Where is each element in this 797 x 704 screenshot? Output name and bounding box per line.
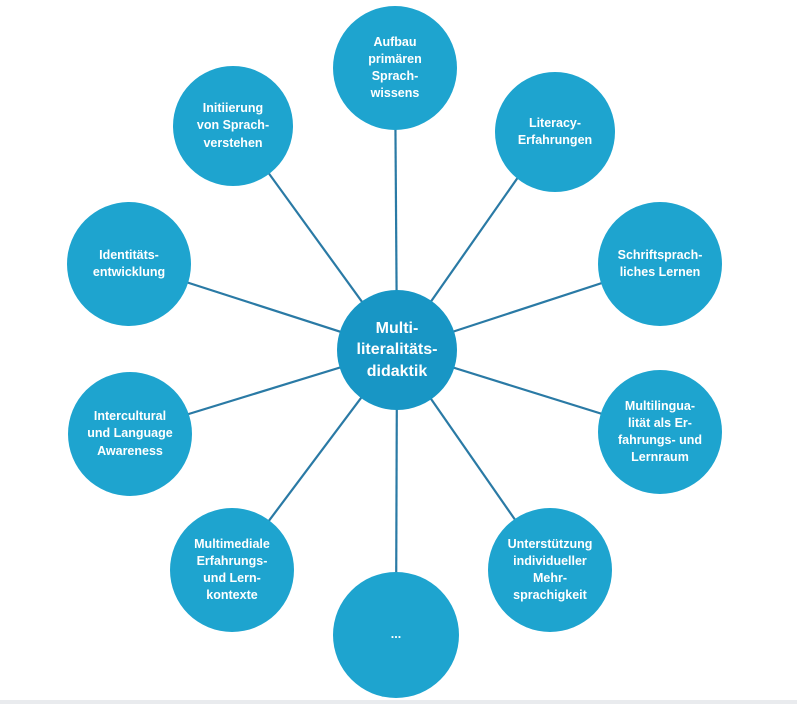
node-schriftsprachliches-label: Schriftsprach- liches Lernen — [617, 247, 703, 279]
node-identitaet: Identitäts- entwicklung — [67, 202, 191, 326]
node-unterstuetzung-label: Unterstützung individueller Mehr- sprach… — [507, 536, 593, 603]
center-node-label: Multi- literalitäts- didaktik — [356, 319, 438, 380]
node-aufbau-label: Aufbau primären Sprach- wissens — [368, 34, 422, 101]
node-aufbau: Aufbau primären Sprach- wissens — [333, 6, 457, 130]
node-multilingualitaet: Multilingua- lität als Er- fahrungs- und… — [598, 370, 722, 494]
node-multimediale-label: Multimediale Erfahrungs- und Lern- konte… — [194, 536, 270, 603]
node-ellipsis: ... — [333, 572, 459, 698]
node-identitaet-label: Identitäts- entwicklung — [92, 247, 166, 279]
bottom-divider — [0, 700, 797, 704]
node-unterstuetzung: Unterstützung individueller Mehr- sprach… — [488, 508, 612, 632]
node-schriftsprachliches: Schriftsprach- liches Lernen — [598, 202, 722, 326]
node-intercultural-label: Intercultural und Language Awareness — [87, 409, 173, 458]
node-multimediale: Multimediale Erfahrungs- und Lern- konte… — [170, 508, 294, 632]
node-literacy: Literacy- Erfahrungen — [495, 72, 615, 192]
node-initiierung-label: Initiierung von Sprach- verstehen — [196, 101, 270, 150]
center-node: Multi- literalitäts- didaktik — [337, 290, 457, 410]
node-initiierung: Initiierung von Sprach- verstehen — [173, 66, 293, 186]
node-literacy-label: Literacy- Erfahrungen — [517, 115, 593, 147]
node-ellipsis-label: ... — [390, 627, 402, 642]
node-multilingualitaet-label: Multilingua- lität als Er- fahrungs- und… — [617, 398, 702, 465]
node-intercultural: Intercultural und Language Awareness — [68, 372, 192, 496]
